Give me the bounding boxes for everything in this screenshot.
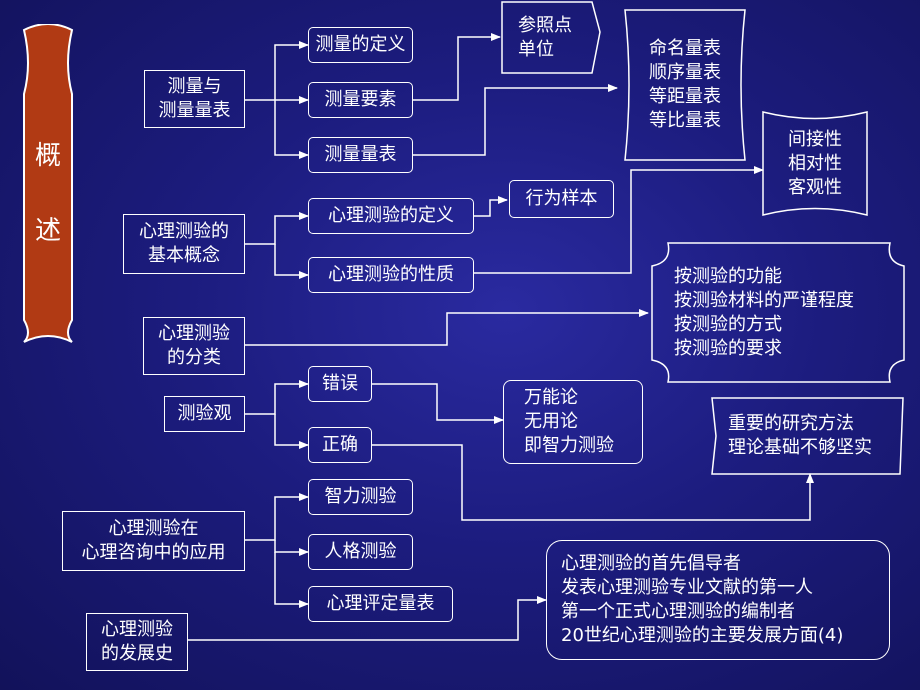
connector-wrong <box>245 380 309 415</box>
connector-wrong-views <box>372 383 504 424</box>
node-wrong[interactable]: 错误 <box>308 366 372 402</box>
node-properties-list[interactable]: 间接性 相对性 客观性 <box>788 129 842 198</box>
node-measure-elements[interactable]: 测量要素 <box>308 82 413 118</box>
node-behavior-sample[interactable]: 行为样本 <box>509 180 614 218</box>
node-reference-unit[interactable]: 参照点 单位 <box>518 14 572 60</box>
properties-frame <box>762 111 868 216</box>
connector-intelligence <box>245 493 309 541</box>
node-basic-concepts[interactable]: 心理测验的 基本概念 <box>123 214 245 274</box>
node-test-views[interactable]: 测验观 <box>164 396 245 432</box>
connector-measure-scale <box>274 100 309 159</box>
node-personality-test[interactable]: 人格测验 <box>308 534 413 570</box>
connector-reference-unit <box>413 33 501 101</box>
node-rating-scale[interactable]: 心理评定量表 <box>308 586 453 622</box>
node-classification-list[interactable]: 按测验的功能 按测验材料的严谨程度 按测验的方式 按测验的要求 <box>674 266 854 359</box>
node-correct-views[interactable]: 重要的研究方法 理论基础不够坚实 <box>728 413 872 458</box>
correct-views-frame <box>711 397 904 475</box>
connector-history <box>188 596 547 641</box>
node-measure-and-scale[interactable]: 测量与 测量量表 <box>144 70 245 128</box>
node-test-properties[interactable]: 心理测验的性质 <box>308 257 474 293</box>
reference-unit-frame <box>501 1 601 74</box>
connector-classification <box>245 309 649 346</box>
node-correct[interactable]: 正确 <box>308 427 372 463</box>
connector-rating <box>274 552 309 608</box>
banner-char-1: 概 <box>34 141 61 171</box>
connector-test-properties <box>274 244 309 279</box>
node-history[interactable]: 心理测验 的发展史 <box>86 613 188 671</box>
node-classification[interactable]: 心理测验 的分类 <box>143 317 245 375</box>
node-measure-scale[interactable]: 测量量表 <box>308 137 413 173</box>
classification-frame <box>651 242 905 383</box>
node-intelligence-test[interactable]: 智力测验 <box>308 479 413 515</box>
node-test-definition[interactable]: 心理测验的定义 <box>308 198 474 234</box>
banner-char-2: 述 <box>34 216 61 246</box>
connector-test-definition <box>245 212 309 245</box>
node-history-list[interactable]: 心理测验的首先倡导者 发表心理测验专业文献的第一人 第一个正式心理测验的编制者 … <box>546 540 890 660</box>
connector-correct-views <box>372 444 814 521</box>
node-measure-definition[interactable]: 测量的定义 <box>308 27 413 63</box>
connector-scale-types <box>413 84 618 156</box>
scale-types-frame <box>624 9 746 161</box>
connector-behavior-sample <box>474 196 508 217</box>
node-counseling-application[interactable]: 心理测验在 心理咨询中的应用 <box>62 511 245 571</box>
node-scale-types[interactable]: 命名量表 顺序量表 等距量表 等比量表 <box>649 38 721 131</box>
title-banner <box>22 24 74 343</box>
connector-measure-definition <box>245 41 309 101</box>
connector-properties-list <box>474 166 764 274</box>
node-wrong-views[interactable]: 万能论 无用论 即智力测验 <box>503 380 643 464</box>
connector-correct <box>274 414 309 449</box>
connector-personality <box>274 540 309 556</box>
